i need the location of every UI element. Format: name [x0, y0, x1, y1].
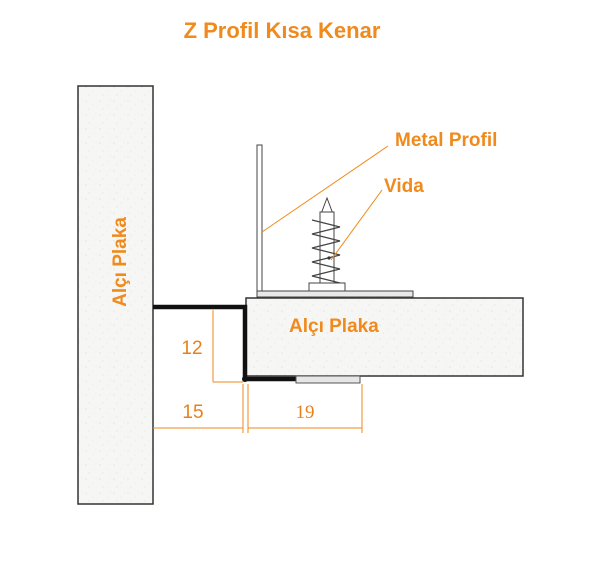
vertical-gypsum-board: [77, 85, 154, 505]
long-flange-dimension: [247, 384, 363, 433]
metal-profile-label: Metal Profil: [395, 130, 497, 151]
height-dimension-value: 12: [181, 338, 202, 359]
screw-leader: [330, 189, 383, 261]
horizontal-gypsum-board: [245, 297, 524, 377]
metal-angle-profile: [256, 144, 414, 298]
metal-profile-leader: [261, 145, 389, 233]
diagram-title: Z Profil Kısa Kenar: [184, 18, 381, 43]
screw-icon: [308, 196, 346, 292]
height-dimension: [212, 310, 243, 383]
horizontal-board-label: Alçı Plaka: [289, 316, 379, 337]
long-flange-value: 19: [296, 402, 315, 423]
short-flange-value: 15: [182, 402, 203, 423]
vertical-board-label: Alçı Plaka: [110, 217, 131, 307]
profile-bottom-strip: [295, 375, 361, 384]
screw-label: Vida: [384, 176, 424, 197]
short-flange-dimension: [153, 384, 244, 433]
